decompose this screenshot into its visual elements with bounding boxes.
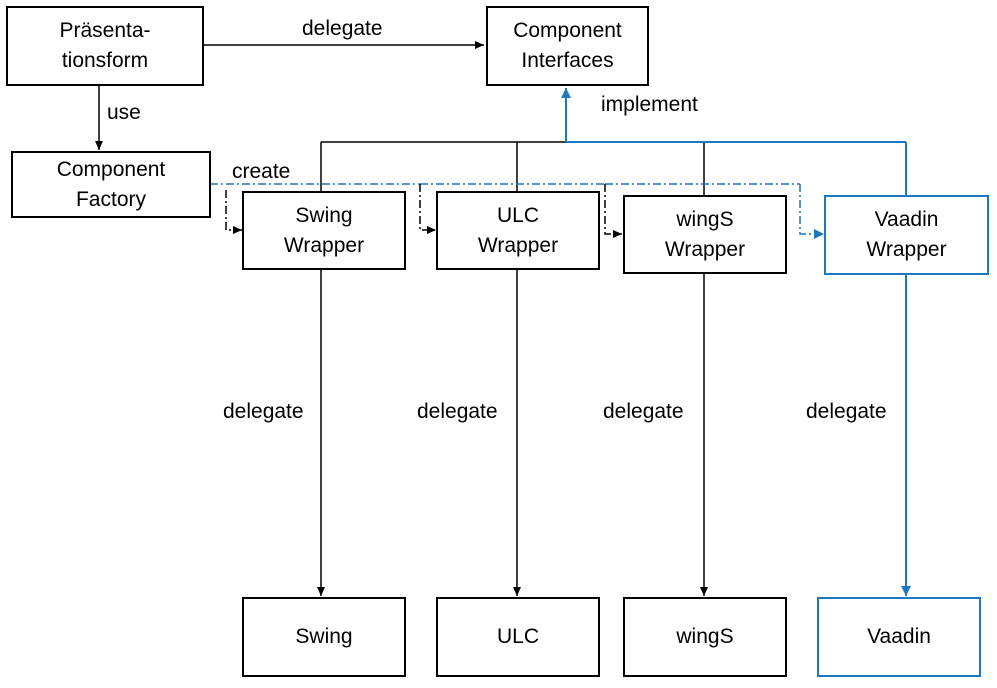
label-delegate-wings: delegate — [603, 400, 684, 423]
node-component-factory-line1: Component — [56, 157, 166, 181]
node-component-interfaces-line1: Component — [513, 19, 622, 42]
node-praesentationsform-line2: tionsform — [61, 49, 149, 72]
node-vaadin: Vaadin — [817, 597, 981, 677]
node-wings-wrapper-line1: wingS — [676, 207, 734, 231]
node-vaadin-wrapper: Vaadin Wrapper — [824, 195, 989, 275]
node-vaadin-wrapper-line2: Wrapper — [866, 238, 947, 261]
node-swing-label: Swing — [295, 625, 353, 648]
node-ulc-wrapper-line1: ULC — [496, 203, 539, 227]
node-component-factory-line2: Factory — [75, 187, 146, 211]
label-delegate-ulc: delegate — [417, 400, 498, 423]
edge-create — [210, 183, 824, 239]
label-use: use — [107, 101, 141, 124]
label-delegate-top: delegate — [302, 17, 383, 40]
node-praesentationsform-line1: Präsenta- — [59, 19, 151, 42]
label-delegate-swing: delegate — [223, 400, 304, 423]
node-swing-wrapper-line1: Swing — [295, 203, 353, 227]
node-swing-wrapper-line2: Wrapper — [283, 233, 365, 257]
node-wings-wrapper: wingS Wrapper — [623, 195, 787, 274]
node-wings-label: wingS — [676, 625, 734, 648]
node-component-interfaces: Component Interfaces — [486, 6, 649, 86]
edge-implement-black — [320, 141, 705, 195]
node-component-factory: Component Factory — [11, 151, 211, 218]
edge-implement-blue — [561, 88, 907, 195]
node-vaadin-wrapper-line1: Vaadin — [874, 208, 939, 231]
node-wings: wingS — [623, 597, 787, 677]
node-ulc-wrapper: ULC Wrapper — [436, 191, 600, 270]
node-vaadin-label: Vaadin — [867, 625, 931, 648]
label-create: create — [232, 160, 291, 183]
node-ulc-label: ULC — [496, 625, 539, 648]
node-swing: Swing — [242, 597, 406, 677]
node-wings-wrapper-line2: Wrapper — [664, 237, 746, 261]
node-ulc-wrapper-line2: Wrapper — [477, 233, 559, 257]
node-praesentationsform: Präsenta- tionsform — [6, 6, 204, 86]
label-delegate-vaadin: delegate — [806, 400, 887, 423]
node-component-interfaces-line2: Interfaces — [521, 49, 614, 72]
node-ulc: ULC — [436, 597, 600, 677]
node-swing-wrapper: Swing Wrapper — [242, 191, 406, 270]
label-implement: implement — [601, 93, 698, 116]
